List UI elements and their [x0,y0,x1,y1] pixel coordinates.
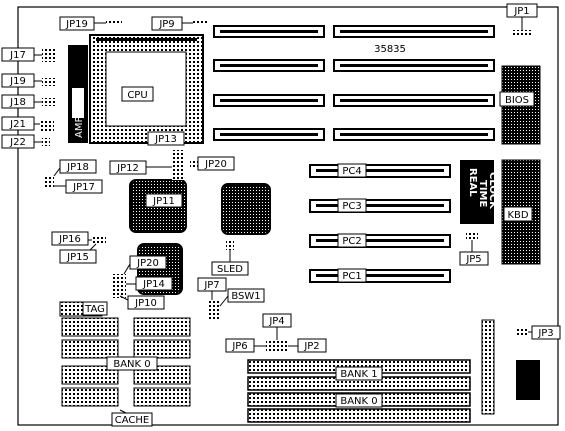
power-connector [481,319,495,415]
cpu-label: CPU [127,90,147,101]
jumper-headers [40,20,532,352]
sled-label: SLED [217,264,243,275]
jumper-label-jp1: JP1 [513,6,529,17]
cache-bank-label: BANK 0 [113,359,150,370]
jumper-label-j18: J18 [9,97,26,108]
jumper-callouts: JP19 JP9 JP1 J17 J19 J18 J21 J22 JP13 JP… [1,3,561,353]
jumper-label-jp6: JP6 [231,341,247,352]
jumper-label-jp4: JP4 [268,316,284,327]
zif-lever: AMP [68,45,88,143]
cpu-label-box [121,86,154,102]
part-number: 35835 [374,44,406,55]
jumper-label-jp7: JP7 [203,280,219,291]
jumper-label-jp16: JP16 [58,234,81,245]
jumper-label-jp10: JP10 [134,298,157,309]
jumper-label-j17: J17 [9,50,26,61]
jumper-label-j22: J22 [9,137,26,148]
rtc-label-line3: CLOCK [487,172,498,210]
jumper-label-jp9: JP9 [158,19,174,30]
jumper-label-jp2: JP2 [303,341,319,352]
rtc-label-line2: TIME [477,180,488,207]
keyboard-controller: KBD [501,159,541,265]
cpu-socket: CPU [89,34,204,144]
jumper-label-jp20: JP20 [136,258,159,269]
memory-bank-label: BANK 1 [340,369,377,380]
jumper-label-jp11: JP11 [152,196,175,207]
isa-slots [213,25,495,141]
jumper-label-jp15: JP15 [66,252,89,263]
jumper-label-jp20-top: JP20 [204,159,227,170]
jumper-label-j19: J19 [9,76,26,87]
jumper-label-jp13: JP13 [154,134,177,145]
pc-slot-label: PC3 [342,201,361,212]
pc-slots: PC4 PC3 PC2 PC1 [309,163,451,283]
jumper-label-jp18: JP18 [66,162,89,173]
pc-slot-label: PC2 [342,236,361,247]
chipset-ic-2 [221,183,271,235]
jumper-label-j21: J21 [9,119,26,130]
pc-slot-label: PC4 [342,166,361,177]
pc-slot-label: PC1 [342,271,361,282]
simm-banks: BANK 1 BANK 0 [247,359,471,423]
jumper-label-jp14: JP14 [142,279,165,290]
memory-bank-label: BANK 0 [340,396,377,407]
bsw1-label: BSW1 [231,291,260,302]
keyboard-din [516,360,540,400]
tag-label: TAG [84,304,105,315]
bios-label: BIOS [505,95,529,106]
cache-label: CACHE [115,415,149,426]
jumper-label-jp19: JP19 [65,19,88,30]
bios-chip: BIOS [499,65,541,145]
jumper-label-jp12: JP12 [116,163,139,174]
jumper-label-jp17: JP17 [72,182,95,193]
rtc-label-line1: REAL [467,168,478,197]
kbd-label: KBD [507,210,528,221]
real-time-clock: REAL TIME CLOCK [460,160,498,224]
cache-sram-banks: TAG BANK 0 CACHE [59,301,191,427]
jumper-label-jp5: JP5 [465,254,481,265]
jumper-label-jp3: JP3 [537,328,553,339]
socket-label: AMP [74,117,85,139]
